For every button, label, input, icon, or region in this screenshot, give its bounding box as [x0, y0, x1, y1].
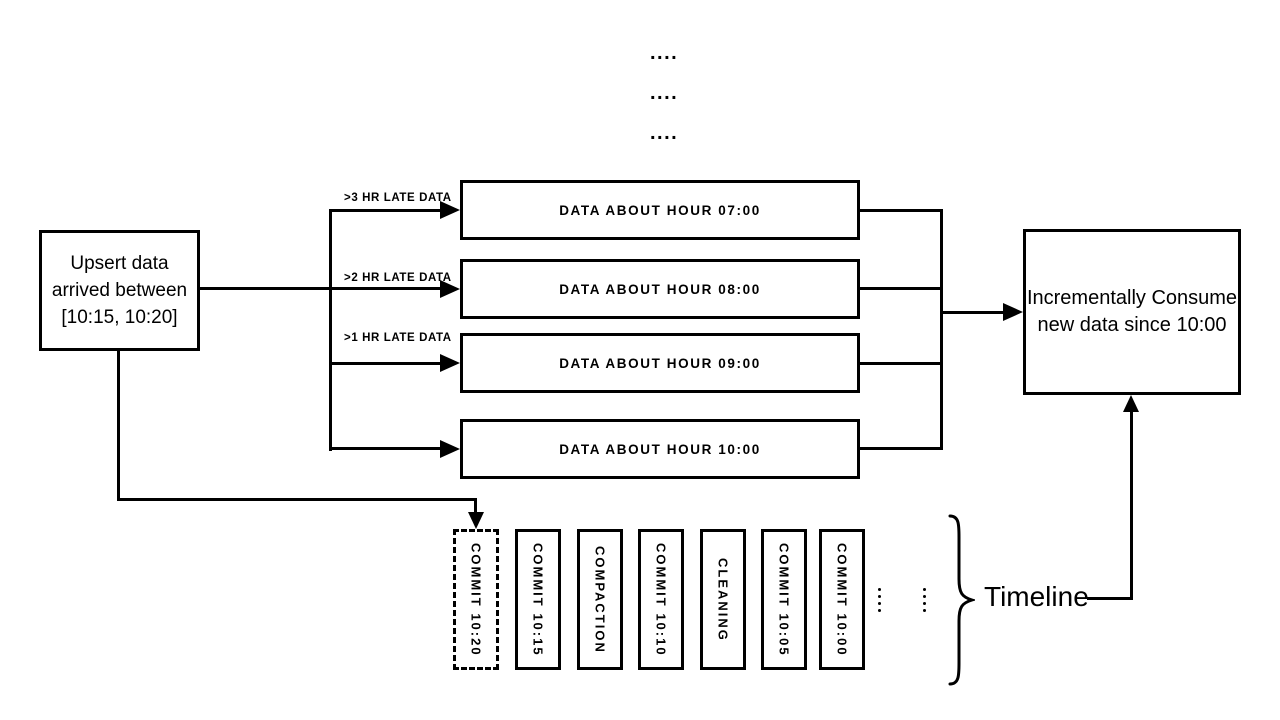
- upsert-line-1: Upsert data: [70, 253, 169, 274]
- stub-hour08: [858, 287, 942, 290]
- arrowhead-consume-icon: [1003, 303, 1023, 321]
- upsert-line-3: [10:15, 10:20]: [61, 307, 178, 328]
- branch-line-hour07: [330, 209, 442, 212]
- cleaning-box: CLEANING: [700, 529, 746, 670]
- upsert-data-box: Upsert data arrived between [10:15, 10:2…: [39, 230, 200, 351]
- label-late-2hr: >2 HR LATE DATA: [344, 272, 452, 284]
- compaction-label: COMPACTION: [592, 545, 608, 654]
- data-box-hour08-label: DATA ABOUT HOUR 08:00: [559, 281, 761, 297]
- commit-10-15-label: COMMIT 10:15: [530, 542, 546, 657]
- vertical-ellipsis-icon: [923, 588, 926, 612]
- timeline-connector-horizontal: [1087, 597, 1133, 600]
- branch-line-hour10: [330, 447, 442, 450]
- arrowhead-hour10-icon: [440, 440, 460, 458]
- arrowhead-hour07-icon: [440, 201, 460, 219]
- upsert-data-text: Upsert data arrived between [10:15, 10:2…: [52, 250, 187, 331]
- data-box-hour10: DATA ABOUT HOUR 10:00: [460, 419, 860, 479]
- branch-line-hour09: [330, 362, 442, 365]
- commit-10-00-label: COMMIT 10:00: [834, 542, 850, 657]
- data-box-hour07-label: DATA ABOUT HOUR 07:00: [559, 202, 761, 218]
- commit-10-00-box: COMMIT 10:00: [819, 529, 865, 670]
- arrowhead-hour09-icon: [440, 354, 460, 372]
- commit-10-20-box: COMMIT 10:20: [453, 529, 499, 670]
- stub-hour07: [858, 209, 942, 212]
- timeline-label: Timeline: [984, 581, 1089, 612]
- data-box-hour08: DATA ABOUT HOUR 08:00: [460, 259, 860, 319]
- data-box-hour09: DATA ABOUT HOUR 09:00: [460, 333, 860, 393]
- bus-vertical-line: [940, 209, 943, 450]
- fan-vertical-line: [329, 209, 332, 451]
- stub-hour09: [858, 362, 942, 365]
- consume-line-2: new data since 10:00: [1037, 314, 1227, 336]
- data-box-hour07: DATA ABOUT HOUR 07:00: [460, 180, 860, 240]
- drop-horizontal-line: [117, 498, 477, 501]
- drop-vertical-line-2: [474, 498, 477, 514]
- top-ellipsis-row-1: ....: [650, 42, 679, 64]
- timeline-connector-vertical: [1130, 409, 1133, 600]
- commit-10-05-box: COMMIT 10:05: [761, 529, 807, 670]
- arrowhead-commit-icon: [468, 512, 484, 529]
- commit-10-20-label: COMMIT 10:20: [468, 542, 484, 657]
- arrowhead-hour08-icon: [440, 280, 460, 298]
- arrowhead-timeline-to-consume-icon: [1123, 395, 1139, 412]
- top-ellipsis-row-3: ....: [650, 122, 679, 144]
- stub-hour10: [858, 447, 942, 450]
- label-late-3hr: >3 HR LATE DATA: [344, 192, 452, 204]
- commit-10-10-label: COMMIT 10:10: [653, 542, 669, 657]
- cleaning-label: CLEANING: [715, 557, 731, 642]
- commit-10-05-label: COMMIT 10:05: [776, 542, 792, 657]
- label-late-1hr: >1 HR LATE DATA: [344, 332, 452, 344]
- incremental-consume-text: Incrementally Consume new data since 10:…: [1027, 285, 1237, 339]
- data-box-hour09-label: DATA ABOUT HOUR 09:00: [559, 355, 761, 371]
- connector-upsert-to-fan: [199, 287, 446, 290]
- vertical-ellipsis-icon: [878, 588, 881, 612]
- timeline-brace-icon: [948, 514, 975, 686]
- connector-bus-to-consume: [941, 311, 1003, 314]
- commit-10-10-box: COMMIT 10:10: [638, 529, 684, 670]
- top-ellipsis-row-2: ....: [650, 82, 679, 104]
- drop-vertical-line: [117, 350, 120, 501]
- data-box-hour10-label: DATA ABOUT HOUR 10:00: [559, 441, 761, 457]
- commit-10-15-box: COMMIT 10:15: [515, 529, 561, 670]
- consume-line-1: Incrementally Consume: [1026, 287, 1238, 309]
- incremental-consume-box: Incrementally Consume new data since 10:…: [1023, 229, 1241, 395]
- upsert-line-2: arrived between: [51, 280, 188, 301]
- compaction-box: COMPACTION: [577, 529, 623, 670]
